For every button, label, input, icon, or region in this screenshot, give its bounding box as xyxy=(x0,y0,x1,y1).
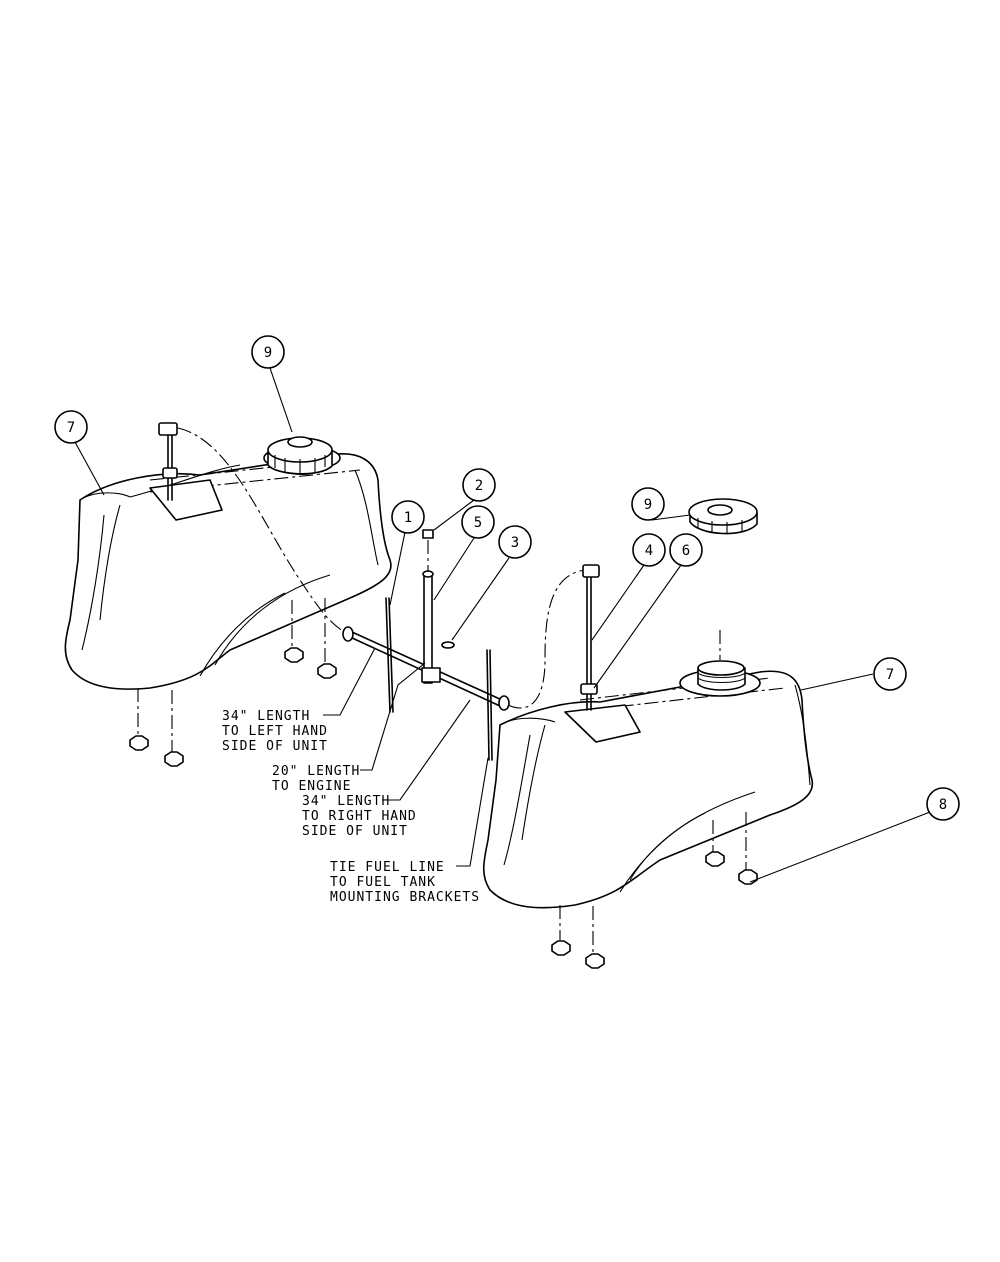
note-right-hand-line: 34" LENGTH TO RIGHT HAND SIDE OF UNIT xyxy=(302,794,417,839)
callout-5: 5 xyxy=(461,505,495,539)
callout-2: 2 xyxy=(462,468,496,502)
fuel-lines-center xyxy=(342,529,586,761)
callout-label: 9 xyxy=(264,345,272,361)
left-tank-fitting xyxy=(158,422,351,636)
right-tank-fitting xyxy=(580,564,600,711)
note-line: 34" LENGTH xyxy=(222,709,310,724)
callout-8: 8 xyxy=(926,787,960,821)
right-fuel-tank xyxy=(482,630,814,909)
callout-label: 3 xyxy=(511,535,519,551)
note-line: MOUNTING BRACKETS xyxy=(330,890,480,905)
callout-leaders xyxy=(74,367,931,883)
left-fuel-cap xyxy=(267,436,333,475)
callout-6: 6 xyxy=(669,533,703,567)
callout-9-right: 9 xyxy=(631,487,665,521)
callout-4: 4 xyxy=(632,533,666,567)
note-line: TO FUEL TANK xyxy=(330,875,436,890)
note-engine-line: 20" LENGTH TO ENGINE xyxy=(272,764,360,794)
note-left-hand-line: 34" LENGTH TO LEFT HAND SIDE OF UNIT xyxy=(222,709,328,754)
note-line: TO RIGHT HAND xyxy=(302,809,417,824)
note-line: TIE FUEL LINE xyxy=(330,860,445,875)
note-line: TO LEFT HAND xyxy=(222,724,328,739)
callout-label: 7 xyxy=(886,667,894,683)
note-line: TO ENGINE xyxy=(272,779,351,794)
callout-9-left: 9 xyxy=(251,335,285,369)
right-fuel-cap xyxy=(688,498,758,535)
note-line: SIDE OF UNIT xyxy=(222,739,328,754)
left-mounting-screws xyxy=(129,598,337,767)
callout-label: 9 xyxy=(644,497,652,513)
callout-7-left: 7 xyxy=(54,410,88,444)
callout-3: 3 xyxy=(498,525,532,559)
callout-7-right: 7 xyxy=(873,657,907,691)
note-line: SIDE OF UNIT xyxy=(302,824,408,839)
callout-label: 7 xyxy=(67,420,75,436)
left-fuel-tank xyxy=(64,445,392,690)
note-line: 20" LENGTH xyxy=(272,764,360,779)
callout-label: 2 xyxy=(475,478,483,494)
callout-label: 4 xyxy=(645,543,653,559)
note-line: 34" LENGTH xyxy=(302,794,390,809)
callout-label: 6 xyxy=(682,543,690,559)
callout-label: 8 xyxy=(939,797,947,813)
callout-label: 5 xyxy=(474,515,482,531)
right-mounting-screws xyxy=(551,812,758,969)
callout-label: 1 xyxy=(404,510,412,526)
note-leaders xyxy=(323,647,489,867)
callout-1: 1 xyxy=(391,500,425,534)
note-tie-fuel-line: TIE FUEL LINE TO FUEL TANK MOUNTING BRAC… xyxy=(330,860,480,905)
